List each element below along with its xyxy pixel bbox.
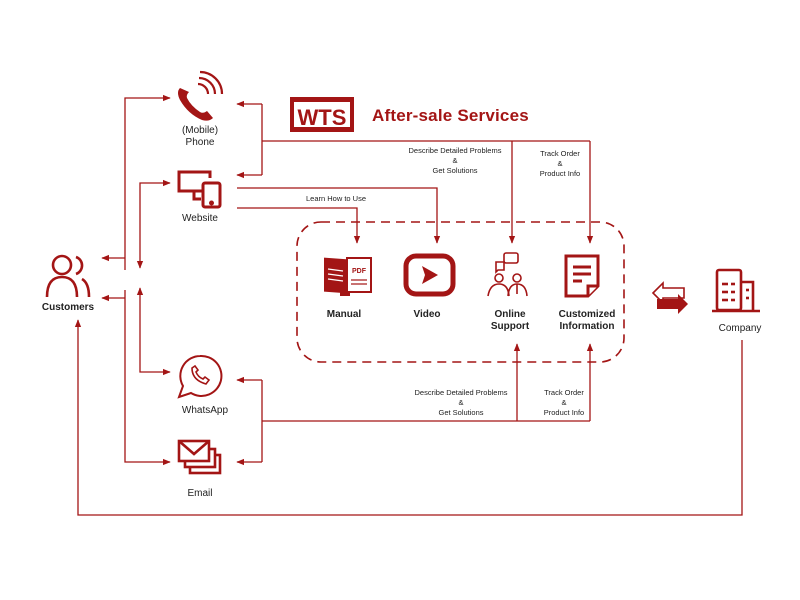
online-support-line2: Support [490, 321, 530, 332]
annotation-learn: Learn How to Use [305, 194, 367, 203]
arrow-to-manual [237, 207, 361, 244]
website-label: Website [182, 213, 218, 224]
annotation-describe-bottom: Describe Detailed Problems & Get Solutio… [406, 388, 516, 418]
link-customers-email [124, 290, 171, 466]
video-play-icon [403, 253, 456, 297]
annotation-track-bottom: Track Order & Product Info [532, 388, 596, 418]
annotation-line: Get Solutions [432, 166, 478, 175]
annotation-line: Describe Detailed Problems [408, 146, 502, 155]
phone-label-line2: Phone [185, 137, 215, 148]
wts-logo: WTS [290, 97, 354, 132]
company-to-customers [74, 319, 743, 516]
arrow-to-video [237, 187, 441, 244]
website-icon [177, 170, 222, 209]
service-label-online-support: Online Support [480, 309, 540, 333]
annotation-line: & [557, 159, 563, 168]
online-support-line1: Online [494, 309, 526, 320]
annotation-describe-top: Describe Detailed Problems & Get Solutio… [400, 146, 510, 176]
annotation-line: Track Order [540, 149, 580, 158]
link-customers-phone [124, 94, 171, 270]
annotation-line: & [561, 398, 567, 407]
annotation-line: Get Solutions [438, 408, 484, 417]
services-box [296, 221, 625, 363]
customers-icon [45, 254, 91, 298]
svg-text:PDF: PDF [352, 268, 367, 275]
link-customers-whatsapp [136, 287, 171, 376]
annotation-track-top: Track Order & Product Info [528, 149, 592, 179]
annotation-line: Product Info [539, 169, 581, 178]
service-label-customized: Customized Information [552, 309, 622, 333]
customers-label: Customers [41, 302, 95, 313]
whatsapp-label: WhatsApp [181, 405, 229, 416]
whatsapp-icon [177, 354, 223, 399]
online-support-icon [487, 252, 528, 297]
annotation-line: Product Info [543, 408, 585, 417]
annotation-line: & [452, 156, 458, 165]
annotation-line: Track Order [544, 388, 584, 397]
phone-label: (Mobile) Phone [170, 125, 230, 149]
page-title: After-sale Services [372, 106, 529, 125]
company-icon [712, 268, 760, 313]
service-label-manual: Manual [326, 309, 362, 320]
exchange-arrows-icon [651, 281, 688, 314]
service-label-video: Video [413, 309, 441, 320]
customized-line1: Customized [558, 309, 616, 320]
email-icon [177, 439, 222, 475]
email-label: Email [187, 488, 213, 499]
annotation-line: & [458, 398, 464, 407]
link-customers-website [136, 179, 171, 269]
svg-text:WTS: WTS [298, 105, 347, 130]
phone-label-line1: (Mobile) [181, 125, 219, 136]
pdf-manual-icon: PDF [324, 257, 372, 296]
document-icon [564, 254, 600, 298]
customized-line2: Information [559, 321, 615, 332]
phone-icon [178, 70, 224, 121]
company-label: Company [718, 323, 762, 334]
annotation-line: Describe Detailed Problems [414, 388, 508, 397]
